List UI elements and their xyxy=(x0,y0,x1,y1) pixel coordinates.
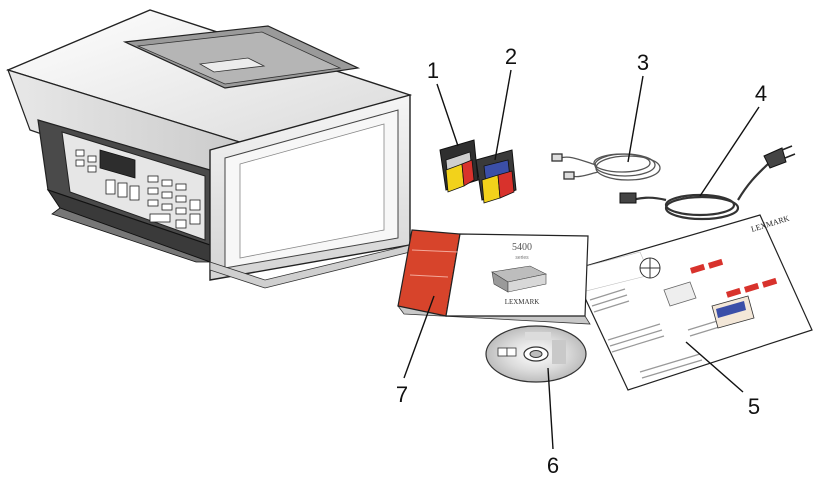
booklet-series: series xyxy=(515,255,529,261)
power-cord xyxy=(619,145,796,221)
user-guide: 5400 series LEXMARK xyxy=(397,229,591,325)
booklet-brand: LEXMARK xyxy=(505,298,540,306)
printer xyxy=(5,9,413,289)
callout-numbers: 1 2 3 4 5 6 7 xyxy=(396,44,767,478)
callout-5: 5 xyxy=(748,394,760,419)
black-ink-cartridge xyxy=(439,139,479,193)
callout-4: 4 xyxy=(755,81,767,106)
book-icon xyxy=(497,347,508,357)
callout-3: 3 xyxy=(637,50,649,75)
leader-lines xyxy=(403,69,760,450)
callout-6: 6 xyxy=(547,453,559,478)
callout-7: 7 xyxy=(396,382,408,407)
setup-sheet: LEXMARK xyxy=(571,214,813,391)
callout-1: 1 xyxy=(427,58,439,83)
software-cd xyxy=(485,325,587,383)
booklet-model: 5400 xyxy=(512,242,532,253)
color-ink-cartridge xyxy=(475,149,517,204)
phone-cord xyxy=(551,153,661,181)
callout-2: 2 xyxy=(505,44,517,69)
